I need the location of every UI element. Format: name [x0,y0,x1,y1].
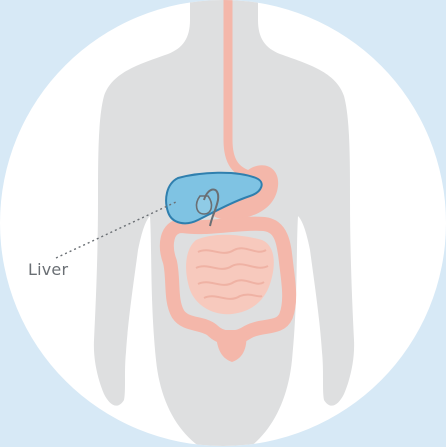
liver-label: Liver [28,260,68,279]
